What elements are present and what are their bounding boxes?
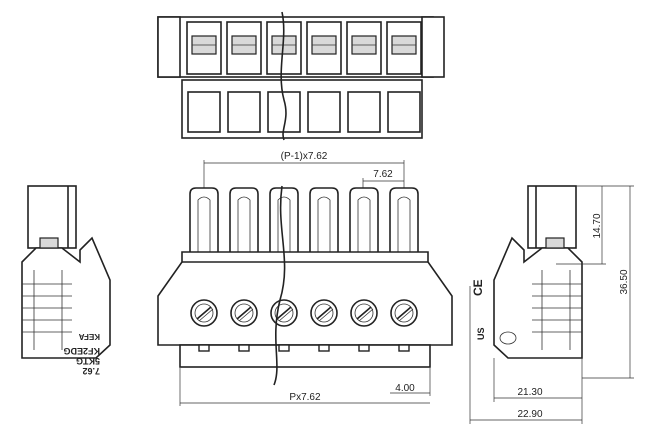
wire-entry-slot <box>398 344 410 352</box>
wire-entry-slot <box>318 344 330 352</box>
top-lower-cell <box>227 91 261 133</box>
front-view-screws <box>190 299 418 327</box>
right-view-body <box>493 236 583 359</box>
top-view-lower-body <box>181 79 423 139</box>
front-view-wire <box>273 185 286 386</box>
top-view-right-flange <box>421 16 445 78</box>
front-view: (P-1)x7.62 7.62 4.00 Px7.62 <box>157 151 453 406</box>
top-lower-cell <box>387 91 421 133</box>
pitch-span-label: (P-1)x7.62 <box>281 151 328 162</box>
marking-line2: 5KTG <box>76 356 100 366</box>
depth-outer-label: 22.90 <box>517 409 542 420</box>
cert-marking: CE <box>471 279 485 296</box>
us-mark: US <box>476 327 486 340</box>
front-finger <box>389 187 419 262</box>
top-view-left-flange <box>157 16 181 78</box>
top-view-wire <box>280 11 287 141</box>
offset-label: 4.00 <box>395 383 415 394</box>
top-lower-cell <box>307 91 341 133</box>
front-finger <box>269 187 299 262</box>
front-finger <box>189 187 219 262</box>
left-view-marking: 7.62 5KTG KF2EDG KEFA <box>63 332 100 376</box>
marking-logo: KEFA <box>78 332 100 341</box>
marking-line3: KF2EDG <box>63 346 100 356</box>
left-side-view: 7.62 5KTG KF2EDG KEFA <box>21 185 111 376</box>
wire-entry-slot <box>238 344 250 352</box>
front-finger <box>349 187 379 262</box>
depth-inner-label: 21.30 <box>517 387 542 398</box>
top-view <box>157 11 445 141</box>
pitch-label: 7.62 <box>373 169 393 180</box>
top-lower-cell <box>187 91 221 133</box>
front-view-body <box>157 251 453 346</box>
wire-entry-slot <box>278 344 290 352</box>
right-side-view: CE US 14.70 36.50 21.30 22.90 <box>469 185 634 424</box>
top-view-lower-cells <box>187 91 421 133</box>
front-finger <box>309 187 339 262</box>
wire-entry-slot <box>358 344 370 352</box>
ce-mark: CE <box>471 279 485 296</box>
ul-logo-icon <box>499 331 517 345</box>
height-upper-label: 14.70 <box>592 213 603 238</box>
front-view-slots <box>198 344 410 352</box>
total-width-label: Px7.62 <box>289 392 321 403</box>
height-total-label: 36.50 <box>619 269 630 294</box>
top-view-cells <box>186 21 422 75</box>
front-finger <box>229 187 259 262</box>
marking-line1: 7.62 <box>82 366 100 376</box>
left-view-body <box>21 236 111 359</box>
wire-entry-slot <box>198 344 210 352</box>
front-view-fingers <box>189 187 419 262</box>
right-view-latch <box>545 237 565 249</box>
top-lower-cell <box>347 91 381 133</box>
left-view-latch <box>39 237 59 249</box>
left-view-ribs <box>22 270 72 350</box>
front-view-base <box>179 344 431 368</box>
right-view-ribs <box>532 270 582 350</box>
